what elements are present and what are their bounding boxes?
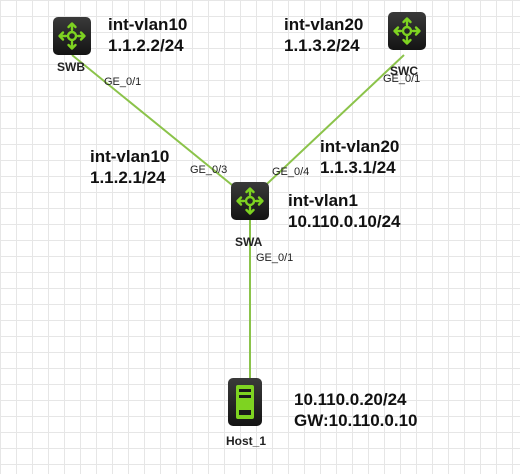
port-swa-ge03: GE_0/3 [190,164,228,176]
swb-vlan-name: int-vlan10 [108,15,188,34]
swa-vlan10-info: int-vlan10 1.1.2.1/24 [90,146,169,188]
swa-vlan-name: int-vlan1 [288,191,358,210]
swc-vlan-name: int-vlan20 [284,15,364,34]
host-1[interactable] [228,378,262,426]
server-icon [228,378,262,426]
swc-ip-address: 1.1.3.2/24 [284,36,360,55]
router-arrows-icon [388,12,426,50]
swa-vlan10-name: int-vlan10 [90,147,170,166]
port-swa-ge01: GE_0/1 [256,252,294,264]
port-swb-ge01: GE_0/1 [104,76,142,88]
swa-vlan20-name: int-vlan20 [320,137,400,156]
switch-swc[interactable] [388,12,426,50]
link-swa-swb[interactable] [71,54,249,199]
swa-vlan10-ip: 1.1.2.1/24 [90,168,166,187]
host1-gateway: GW:10.110.0.10 [294,411,418,430]
node-label-swa: SWA [235,235,263,249]
host1-ip-address: 10.110.0.20/24 [294,390,407,409]
node-label-swc: SWC [390,64,418,78]
link-swa-swc[interactable] [251,54,405,199]
swa-ip-address: 10.110.0.10/24 [288,212,401,231]
swb-interface-info: int-vlan10 1.1.2.2/24 [108,14,187,56]
node-label-host1: Host_1 [226,434,267,448]
router-arrows-icon [53,17,91,55]
swc-interface-info: int-vlan20 1.1.3.2/24 [284,14,363,56]
port-swc-ge01: GE_0/1 [383,73,421,85]
switch-swb[interactable] [53,17,91,55]
switch-swa[interactable] [231,182,269,220]
router-arrows-icon [231,182,269,220]
host1-address-info: 10.110.0.20/24 GW:10.110.0.10 [294,389,418,431]
swa-vlan20-ip: 1.1.3.1/24 [320,158,396,177]
swb-ip-address: 1.1.2.2/24 [108,36,184,55]
swa-interface-info: int-vlan1 10.110.0.10/24 [288,190,401,232]
port-swa-ge04: GE_0/4 [272,166,310,178]
swa-vlan20-info: int-vlan20 1.1.3.1/24 [320,136,399,178]
node-label-swb: SWB [57,60,85,74]
